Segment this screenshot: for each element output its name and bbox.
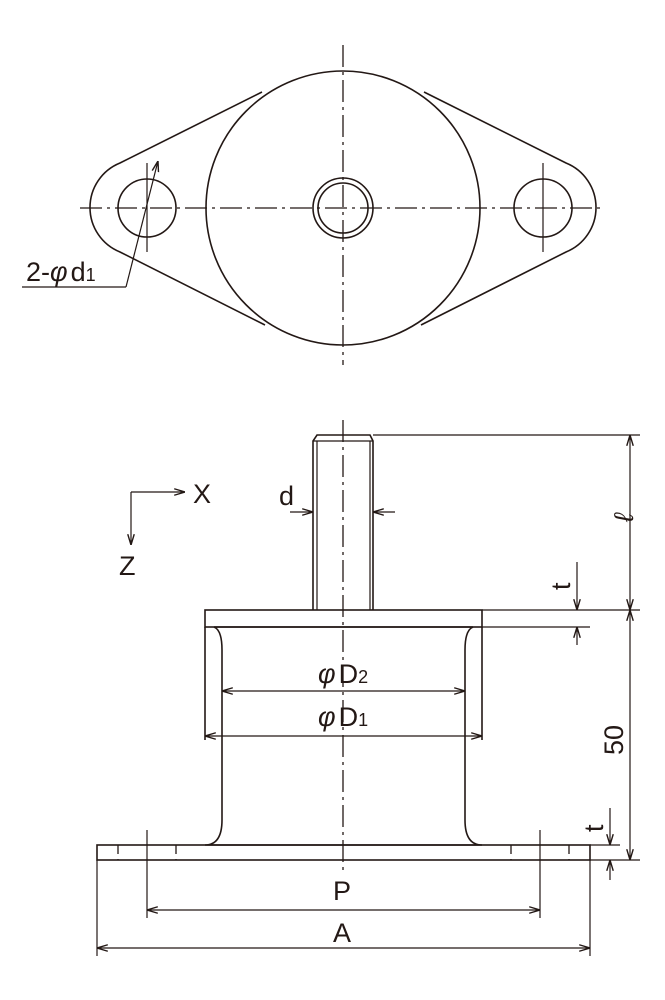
t-top-label: t	[546, 582, 576, 590]
a-label: A	[333, 918, 351, 948]
x-axis-label: X	[193, 479, 211, 509]
z-axis-label: Z	[119, 551, 136, 581]
l-label: ℓ	[609, 512, 639, 523]
p-label: P	[333, 876, 351, 906]
t-bottom-label: t	[579, 824, 609, 832]
d-label: d	[279, 481, 294, 511]
height-label: 50	[599, 725, 629, 755]
hole-leader	[125, 161, 158, 288]
flange-outline-right	[420, 91, 597, 326]
